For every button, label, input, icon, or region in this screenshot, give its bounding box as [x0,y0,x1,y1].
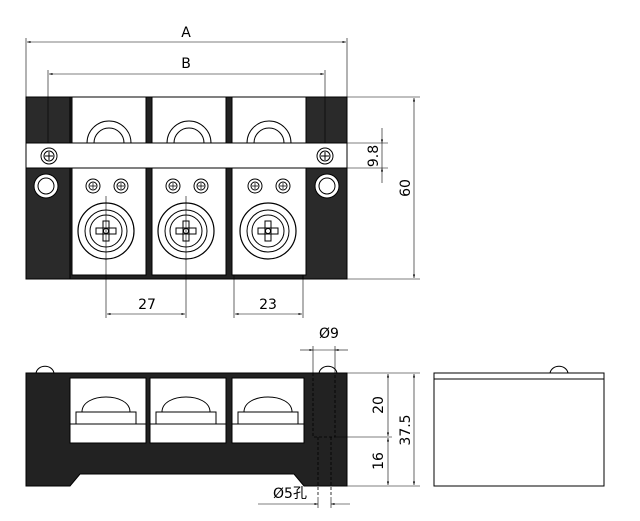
small-screws-1 [85,178,129,194]
dim-label-B: B [181,56,191,72]
terminal-window-3-upper [231,96,307,144]
front-screw-3 [231,396,305,444]
mounting-hole-right-icon [314,173,340,199]
upper-screw-head-2 [166,120,212,144]
dim-label-37-5: 37.5 [398,414,414,445]
small-screws-2 [165,178,209,194]
strip-screw-right-icon [316,147,334,165]
front-view: Ø9 Ø5孔 20 16 37.5 [25,326,420,508]
upper-screw-head-3 [246,120,292,144]
top-view: A B 27 23 60 9.8 [25,25,420,318]
dim-label-60: 60 [398,179,414,197]
mounting-hole-left-icon [33,173,59,199]
strip-screw-left-icon [40,147,58,165]
dim-label-hole-5: Ø5孔 [273,486,307,502]
terminal-window-2-upper [151,96,227,144]
dim-label-27: 27 [138,297,156,313]
front-screw-1 [69,396,147,444]
side-view [433,365,605,487]
dim-label-16: 16 [371,452,387,470]
terminal-screw-3-icon [239,202,297,260]
side-view-body [433,372,605,487]
terminal-window-1-upper [71,96,147,144]
dim-label-23: 23 [259,297,277,313]
cover-strip [25,142,348,169]
front-screw-2 [149,396,227,444]
upper-screw-head-1 [86,120,132,144]
dim-label-A: A [181,25,191,41]
small-screws-3 [247,178,291,194]
dim-label-20: 20 [371,396,387,414]
dim-label-9-8: 9.8 [366,145,382,167]
dim-label-dia-9: Ø9 [319,326,339,342]
